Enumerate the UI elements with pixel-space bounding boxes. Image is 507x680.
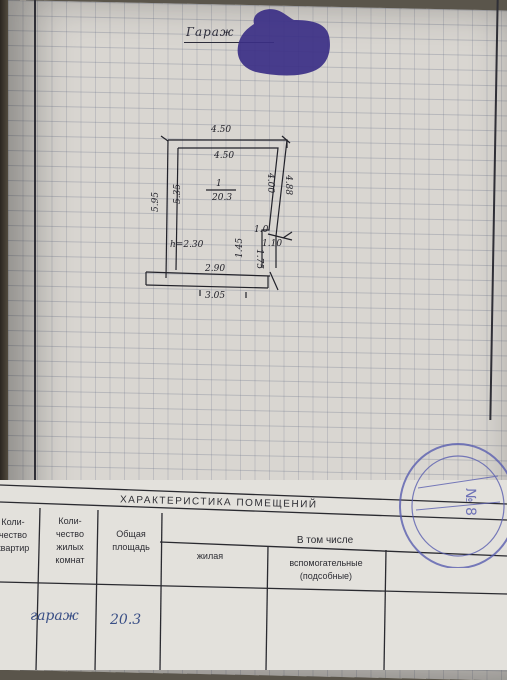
rooms-form: ХАРАКТЕРИСТИКА ПОМЕЩЕНИЙ Коли- чество кв… <box>0 480 507 670</box>
room-number: 1 <box>216 179 222 189</box>
header-apartments-line2: чество <box>0 530 27 540</box>
ink-blot <box>237 9 330 76</box>
title-underline <box>184 42 274 43</box>
dim-step-outer: 1.75 <box>254 249 264 269</box>
header-apartments-line1: Коли- <box>1 517 25 527</box>
header-area-line2: площадь <box>112 542 150 552</box>
header-aux-line1: вспомогательные <box>289 558 363 568</box>
dim-step-top: 1.0 <box>254 225 269 235</box>
row-area-handwritten: 20.3 <box>110 612 142 628</box>
header-rooms-line3: жилых <box>56 542 84 552</box>
header-rooms-line1: Коли- <box>58 516 82 526</box>
form-grid <box>0 484 507 670</box>
dim-right-inner: 4.00 <box>265 172 275 193</box>
dim-top-inner: 4.50 <box>213 151 234 161</box>
floor-plan: 4.50 4.50 5.95 5.35 4.88 4.00 1 20.3 1.0… <box>145 125 293 301</box>
official-stamp: № 8 <box>399 443 507 568</box>
header-area: Общая площадь <box>100 528 162 554</box>
dim-bottom-inner: 2.90 <box>204 264 225 274</box>
row-name-handwritten: гараж <box>30 608 79 624</box>
dim-step-right: 1.10 <box>262 239 282 249</box>
header-rooms-line2: чество <box>55 529 84 539</box>
dim-height: h=2.30 <box>170 240 204 250</box>
dim-left-inner: 5.35 <box>173 184 183 204</box>
header-including: В том числе <box>296 535 354 546</box>
header-rooms: Коли- чество жилых комнат <box>42 515 98 567</box>
dim-left-outer: 5.95 <box>151 192 161 212</box>
stamp-number: № 8 <box>462 488 478 516</box>
margin-line-left <box>34 0 36 500</box>
room-area: 20.3 <box>211 193 232 203</box>
header-apartments: Коли- чество квартир <box>0 516 32 555</box>
dim-step-inner: 1.45 <box>235 238 245 258</box>
header-apartments-line3: квартир <box>0 543 30 553</box>
header-rooms-line4: комнат <box>55 555 85 565</box>
header-aux: вспомогательные (подсобные) <box>270 557 382 583</box>
header-area-line1: Общая <box>116 529 146 539</box>
header-aux-line2: (подсобные) <box>299 571 353 581</box>
plan-title: Гараж <box>186 25 235 39</box>
dim-bottom-outer: 3.05 <box>205 291 225 301</box>
dim-top-outer: 4.50 <box>210 125 231 135</box>
header-living: жилая <box>196 551 224 561</box>
dim-right-outer: 4.88 <box>283 174 293 195</box>
